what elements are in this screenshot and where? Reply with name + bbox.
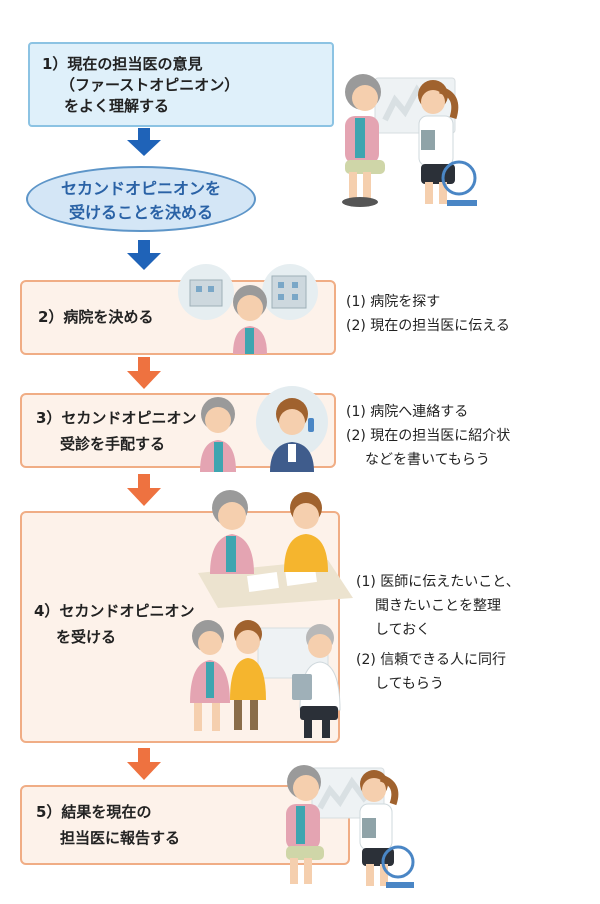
step3-title: 3）セカンドオピニオン 受診を手配する	[36, 405, 196, 457]
phone-illustration	[200, 386, 328, 472]
decision-line2: 受けることを決める	[68, 203, 213, 222]
arrow-down-icon	[127, 128, 161, 156]
step2-note2: (2) 現在の担当医に伝える	[346, 318, 510, 334]
step3-note2-cont: などを書いてもらう	[365, 452, 490, 468]
step4-note2: (2) 信頼できる人に同行	[356, 652, 507, 668]
step3-title-line2: 受診を手配する	[60, 435, 166, 453]
step3-note2: (2) 現在の担当医に紹介状	[346, 428, 511, 444]
step4-title-line2: を受ける	[56, 628, 117, 646]
decision-ellipse: セカンドオピニオンを 受けることを決める	[26, 166, 256, 232]
step2-note1: (1) 病院を探す	[346, 294, 441, 310]
step1-line1: 1）現在の担当医の意見	[42, 55, 203, 73]
consultation-illustration	[190, 490, 353, 738]
hospital-illustration	[178, 264, 318, 354]
step2-title: 2）病院を決める	[38, 308, 154, 326]
arrow-down-icon	[127, 474, 161, 506]
report-illustration	[286, 765, 415, 888]
step5-title: 5）結果を現在の 担当医に報告する	[36, 799, 180, 851]
step4-note1-cont2: しておく	[375, 622, 431, 638]
step4-title-line1: 4）セカンドオピニオン	[34, 602, 195, 620]
step3-title-line1: 3）セカンドオピニオン	[36, 409, 197, 427]
step4-note1: (1) 医師に伝えたいこと、	[356, 574, 520, 590]
decision-line1: セカンドオピニオンを	[60, 179, 221, 198]
step5-title-line1: 5）結果を現在の	[36, 803, 152, 821]
step2-notes: (1) 病院を探す (2) 現在の担当医に伝える	[346, 290, 510, 338]
step1-line3: をよく理解する	[64, 97, 170, 115]
step3-notes: (1) 病院へ連絡する (2) 現在の担当医に紹介状 などを書いてもらう	[346, 400, 510, 472]
step1-line2: （ファーストオピニオン）	[60, 76, 240, 94]
arrow-down-icon	[127, 748, 161, 780]
arrow-down-icon	[127, 240, 161, 270]
step1-text: 1）現在の担当医の意見 （ファーストオピニオン） をよく理解する	[42, 54, 239, 117]
patient-doctor-illustration	[342, 74, 477, 207]
step4-note1-cont1: 聞きたいことを整理	[375, 598, 501, 614]
step1-box: 1）現在の担当医の意見 （ファーストオピニオン） をよく理解する	[28, 42, 334, 127]
step3-note1: (1) 病院へ連絡する	[346, 404, 469, 420]
step4-box: 4）セカンドオピニオン を受ける	[20, 511, 340, 743]
step4-notes: (1) 医師に伝えたいこと、 聞きたいことを整理 しておく (2) 信頼できる人…	[356, 570, 520, 696]
step4-note2-cont: してもらう	[375, 676, 444, 692]
step4-title: 4）セカンドオピニオン を受ける	[34, 598, 194, 650]
arrow-down-icon	[127, 357, 161, 389]
step5-title-line2: 担当医に報告する	[60, 829, 181, 847]
